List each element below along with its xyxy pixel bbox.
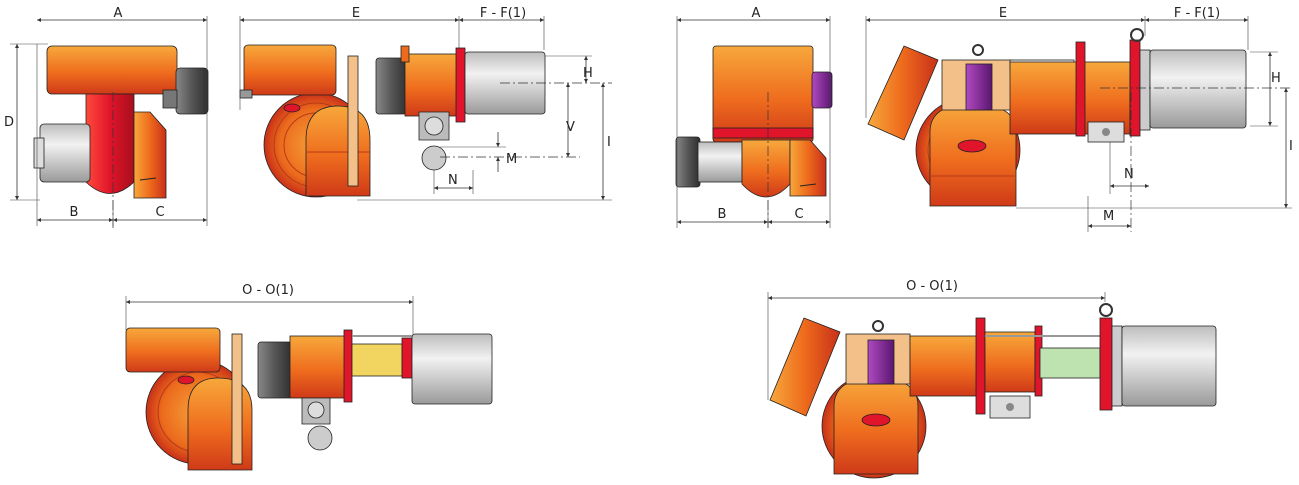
label-E-top-left: E <box>352 6 360 21</box>
top-right-front-dimensions <box>676 16 831 230</box>
label-M-top-left: M <box>506 152 517 167</box>
label-M-top-right: M <box>1103 209 1114 224</box>
bottom-right-side-view <box>769 303 1217 479</box>
top-right-side-view <box>867 28 1247 207</box>
label-N-top-right: N <box>1124 167 1134 182</box>
label-I-top-left: I <box>607 135 611 150</box>
label-A-top-left: A <box>114 6 123 21</box>
label-H-top-left: H <box>583 66 593 81</box>
top-left-front-view <box>33 45 209 199</box>
label-C-top-right: C <box>794 207 803 222</box>
label-C-top-left: C <box>155 205 164 220</box>
top-left-side-dimensions <box>239 16 612 201</box>
label-O-bottom-right: O - O(1) <box>906 279 958 294</box>
label-D-top-left: D <box>4 115 14 130</box>
label-B-top-right: B <box>718 207 727 222</box>
label-I-top-right: I <box>1289 139 1293 154</box>
label-F-top-left: F - F(1) <box>480 6 526 21</box>
label-N-top-left: N <box>448 173 458 188</box>
top-right-front-view <box>675 45 833 198</box>
top-left-side-view <box>239 44 546 198</box>
bottom-right-o-dimension <box>767 292 1106 400</box>
label-O-bottom-left: O - O(1) <box>242 283 294 298</box>
bottom-left-side-view <box>125 327 493 471</box>
label-A-top-right: A <box>752 6 761 21</box>
label-V-top-left: V <box>566 120 575 135</box>
label-B-top-left: B <box>70 205 79 220</box>
label-E-top-right: E <box>999 6 1007 21</box>
top-right-side-dimensions <box>865 16 1292 232</box>
label-H-top-right: H <box>1271 71 1281 86</box>
label-F-top-right: F - F(1) <box>1174 6 1220 21</box>
bottom-left-o-dimension <box>125 296 414 334</box>
top-left-front-dimensions <box>10 16 208 228</box>
